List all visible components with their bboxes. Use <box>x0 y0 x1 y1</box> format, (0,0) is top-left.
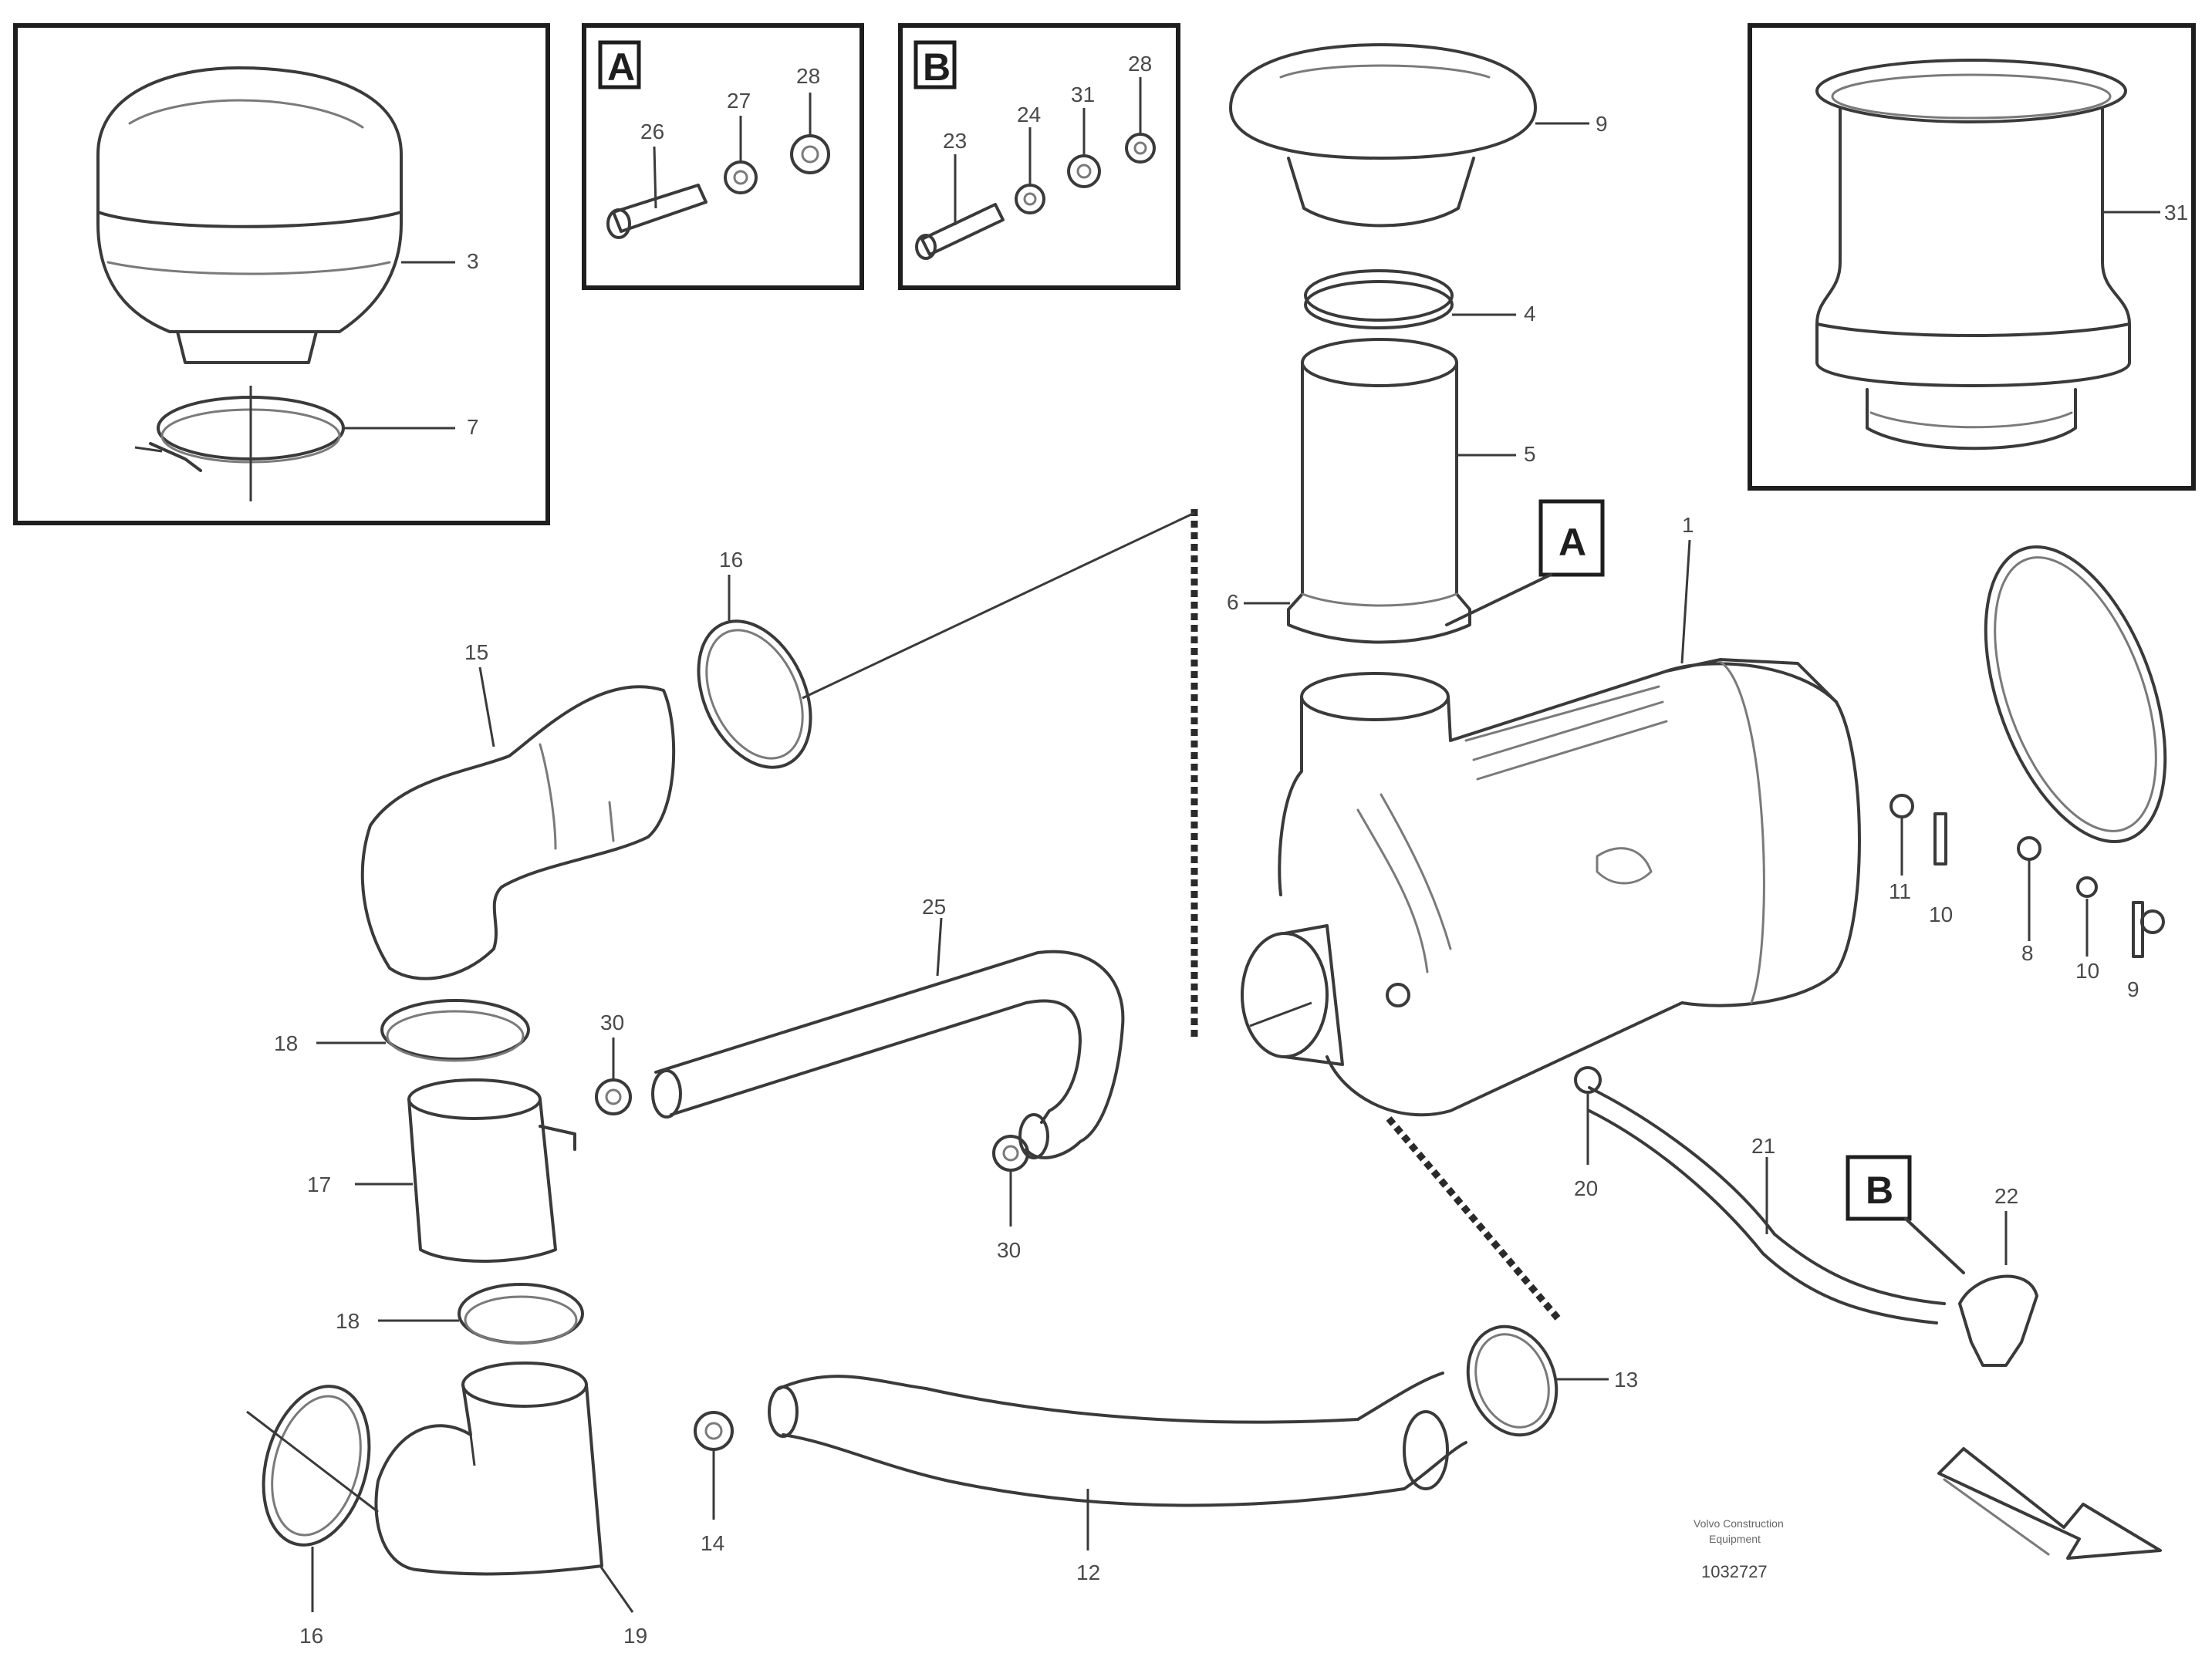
label-a-27: 27 <box>727 89 751 113</box>
callout-a-leader <box>1445 573 1552 626</box>
label-16-bottom: 16 <box>299 1624 323 1648</box>
label-30-bottom: 30 <box>997 1238 1021 1262</box>
clamp-16-top-drawing <box>697 575 812 769</box>
label-13: 13 <box>1614 1368 1638 1392</box>
label-10: 10 <box>1929 903 1953 926</box>
callout-b-box <box>1846 1155 1912 1221</box>
elbow-hose-19-drawing <box>374 1362 634 1613</box>
precleaner-cap-drawing <box>96 66 455 364</box>
label-a-28: 28 <box>796 64 820 88</box>
inset-filter-drawing <box>1815 59 2160 450</box>
drain-valve-drawing <box>1958 1211 2038 1367</box>
label-21: 21 <box>1751 1134 1775 1158</box>
inset-b-hardware <box>915 77 1156 260</box>
label-4: 4 <box>1524 302 1536 326</box>
label-20: 20 <box>1574 1176 1598 1200</box>
label-18: 18 <box>274 1031 298 1055</box>
label-12: 12 <box>1076 1561 1100 1584</box>
label-10-b: 10 <box>2075 959 2099 983</box>
callout-a-tag: A <box>1559 521 1586 564</box>
label-31-inset: 31 <box>2164 201 2188 224</box>
caption-line-1: Volvo Construction <box>1694 1517 1784 1530</box>
clamp-16-bottom-drawing <box>246 1385 379 1612</box>
clamp-13-drawing <box>1466 1324 1609 1437</box>
label-16-top: 16 <box>719 548 743 572</box>
label-b-24: 24 <box>1017 103 1041 127</box>
label-25: 25 <box>922 895 946 919</box>
callout-b-leader <box>1904 1217 1965 1274</box>
inset-b-tag: B <box>923 46 951 89</box>
fitting-14-drawing <box>694 1411 734 1520</box>
hose-17-drawing <box>355 1078 576 1263</box>
hose-12-drawing <box>768 1372 1467 1550</box>
drain-tube-drawing <box>1574 1066 1946 1324</box>
label-11: 11 <box>1889 879 1911 903</box>
label-18-lower: 18 <box>336 1309 360 1333</box>
clamp-18-drawing <box>316 999 530 1062</box>
label-14: 14 <box>701 1531 724 1555</box>
assembly-line-upper <box>802 511 1195 700</box>
label-15: 15 <box>464 640 488 664</box>
inset-filter-frame <box>1748 23 2196 491</box>
label-17: 17 <box>307 1173 331 1196</box>
air-cleaner-housing-drawing <box>1241 539 1861 1117</box>
label-5: 5 <box>1524 442 1536 466</box>
precleaner-clamp-drawing <box>134 386 455 501</box>
forward-arrow-icon <box>1937 1447 2162 1560</box>
inset-a-tag-box <box>598 40 641 89</box>
arrow-shading <box>1943 1478 2050 1556</box>
inset-a-frame <box>582 23 864 290</box>
callout-b-tag: B <box>1866 1169 1893 1212</box>
safety-element-drawing <box>1244 338 1516 644</box>
label-b-31: 31 <box>1071 83 1095 106</box>
fitting-30-bottom-drawing <box>992 1135 1029 1227</box>
label-6: 6 <box>1227 590 1239 614</box>
label-a-26: 26 <box>640 120 664 143</box>
label-19: 19 <box>623 1624 647 1648</box>
hose-25-drawing <box>651 917 1125 1159</box>
inset-b-frame <box>898 23 1180 290</box>
label-7-inset: 7 <box>467 415 479 439</box>
callout-a-box <box>1538 499 1605 577</box>
label-1: 1 <box>1682 513 1694 537</box>
inset-a-tag: A <box>607 46 635 89</box>
label-9-b: 9 <box>2127 977 2139 1001</box>
seal-ring-drawing <box>1304 269 1516 329</box>
fitting-30-top-drawing <box>595 1038 632 1115</box>
label-22: 22 <box>1994 1184 2018 1208</box>
assembly-dash-lower <box>1386 1116 1562 1321</box>
inset-a-hardware <box>606 93 830 239</box>
rain-cap-drawing <box>1229 43 1589 228</box>
label-3: 3 <box>467 249 479 273</box>
label-b-23: 23 <box>943 129 967 153</box>
reference-code: 1032727 <box>1701 1562 1768 1581</box>
caption-line-2: Equipment <box>1709 1533 1761 1545</box>
label-30-top: 30 <box>600 1011 624 1034</box>
inset-b-tag-box <box>914 40 957 89</box>
label-8: 8 <box>2021 941 2034 965</box>
inset-precleaner-frame <box>13 23 550 525</box>
housing-clamp-ring-drawing <box>1984 545 2167 861</box>
label-b-28: 28 <box>1128 52 1152 76</box>
label-9-top: 9 <box>1596 112 1608 136</box>
housing-fasteners-drawing <box>1889 794 2165 958</box>
clamp-18-lower-drawing <box>378 1283 584 1345</box>
elbow-hose-15-drawing <box>360 666 676 980</box>
